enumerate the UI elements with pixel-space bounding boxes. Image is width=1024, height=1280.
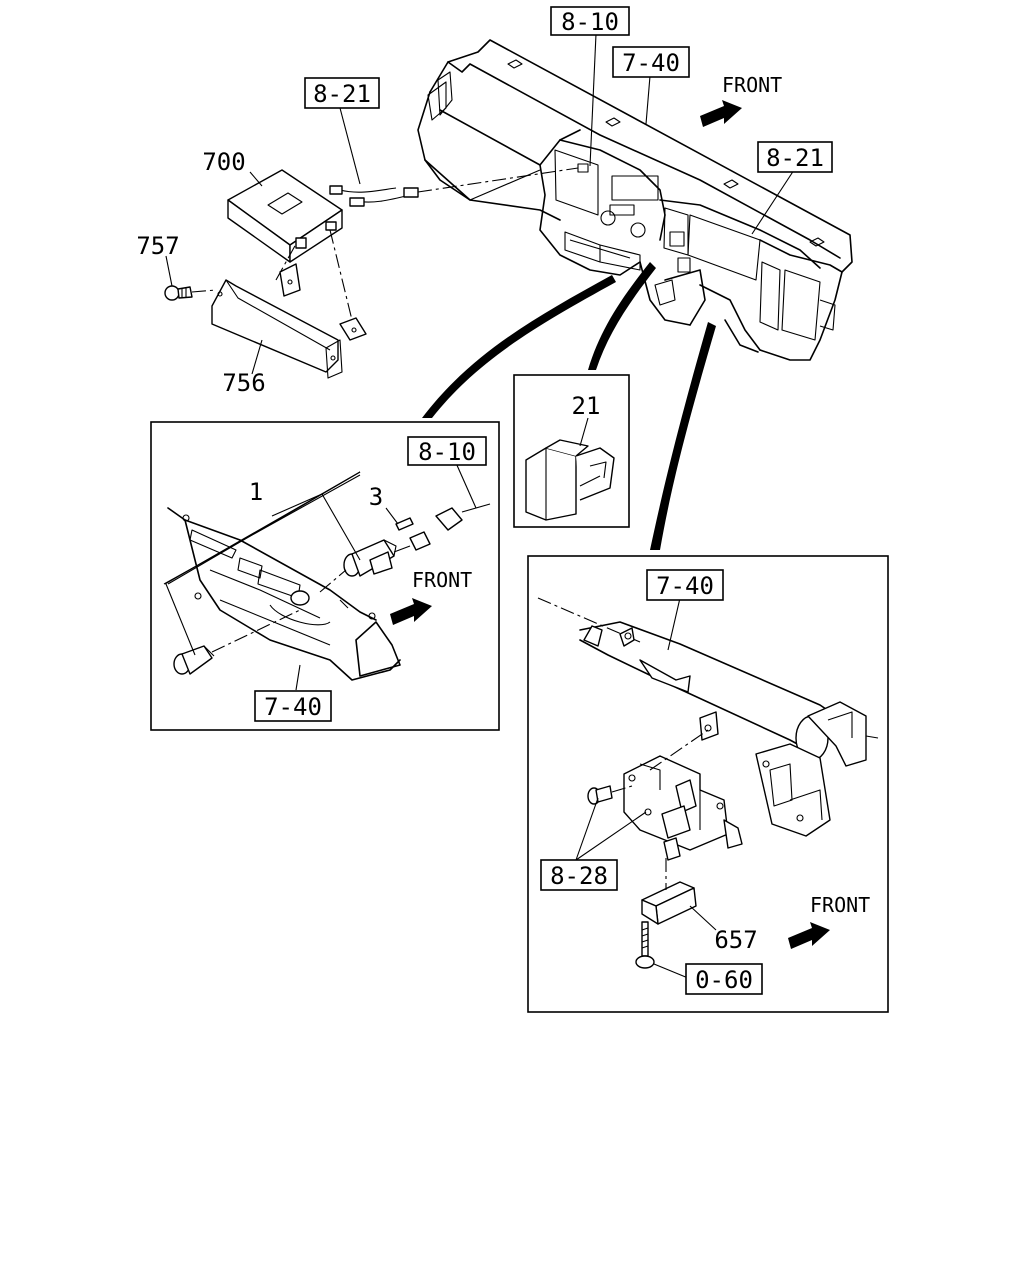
ref-8-21-left-label: 8-21	[313, 80, 371, 108]
part-757-label: 757	[136, 232, 179, 260]
ref-8-10-top: 8-10	[550, 6, 630, 36]
ref-8-10-inset-label: 8-10	[418, 438, 476, 466]
bolt-8-28	[575, 785, 647, 861]
bracket-756	[211, 263, 367, 379]
inset-bracket	[527, 555, 889, 1013]
ref-8-21-right-label: 8-21	[766, 144, 824, 172]
wire-harness	[329, 167, 579, 207]
ref-7-40-inset-right: 7-40	[646, 569, 724, 601]
ref-8-21-right: 8-21	[757, 141, 833, 173]
ref-7-40-top-label: 7-40	[622, 49, 680, 77]
front-arrow-top: FRONT	[700, 73, 782, 127]
part-700-label: 700	[202, 148, 245, 176]
inset-lighter	[150, 421, 500, 731]
pointer-to-lighter	[422, 275, 616, 418]
front-label-right-inset: FRONT	[810, 893, 870, 917]
front-label-left-inset: FRONT	[412, 568, 472, 592]
bolt-0-60	[635, 921, 689, 979]
part-657-label: 657	[714, 926, 757, 954]
front-arrow-top-icon	[700, 100, 742, 127]
sensor-657	[641, 858, 717, 931]
ref-7-40-inset-left-label: 7-40	[264, 693, 322, 721]
ref-7-40-inset-left: 7-40	[254, 690, 332, 722]
lower-bracket	[623, 729, 743, 861]
switch-21	[525, 417, 615, 521]
pointer-to-bracket	[650, 322, 716, 550]
ref-7-40-inset-right-label: 7-40	[656, 572, 714, 600]
front-arrow-right-inset: FRONT	[788, 893, 870, 949]
ref-0-60-label: 0-60	[695, 966, 753, 994]
support-bracket	[755, 701, 879, 837]
front-arrow-left-inset: FRONT	[390, 568, 472, 625]
instrument-panel-assembly	[417, 39, 853, 361]
ref-8-21-left: 8-21	[304, 77, 380, 109]
ref-8-28: 8-28	[540, 859, 618, 891]
ref-7-40-top: 7-40	[612, 46, 690, 78]
part-756-label: 756	[222, 369, 265, 397]
ref-0-60: 0-60	[685, 963, 763, 995]
ref-8-28-label: 8-28	[550, 862, 608, 890]
lighter-plug	[173, 609, 301, 675]
front-arrow-right-inset-icon	[788, 922, 830, 949]
part-1-label: 1	[249, 478, 263, 506]
control-unit-700	[227, 169, 353, 321]
pointer-to-switch	[588, 262, 656, 370]
ref-8-10-top-label: 8-10	[561, 8, 619, 36]
lighter-socket	[319, 503, 491, 593]
part-3-label: 3	[369, 483, 383, 511]
screw-757	[164, 255, 217, 301]
front-arrow-left-inset-icon	[390, 598, 432, 625]
part-21-label: 21	[572, 392, 601, 420]
front-label-top: FRONT	[722, 73, 782, 97]
ref-8-10-inset: 8-10	[407, 436, 487, 466]
